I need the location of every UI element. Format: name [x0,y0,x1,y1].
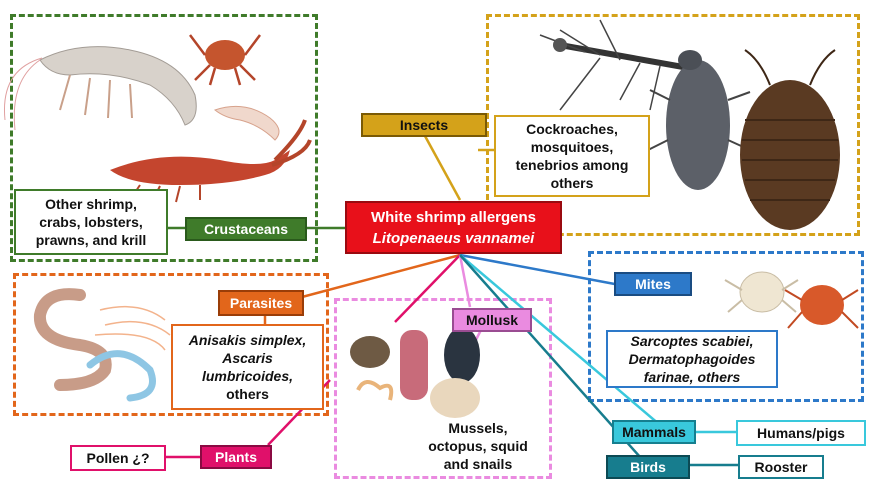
center-species: Litopenaeus vannamei [347,228,560,249]
mites-examples: Sarcoptes scabiei, Dermatophagoides fari… [606,330,778,388]
mammals-label: Mammals [612,420,696,444]
beetle-illustration [648,50,750,190]
mollusk-illustration [350,327,480,418]
parasites-examples: Anisakis simplex, Ascaris lumbricoides, … [171,324,324,410]
insects-label: Insects [361,113,487,137]
crustaceans-label: Crustaceans [185,217,307,241]
mollusk-label: Mollusk [452,308,532,332]
parasites-label: Parasites [218,290,304,316]
krill-illustration [215,106,279,140]
shrimp-illustration [4,47,196,130]
mites-label: Mites [614,272,692,296]
center-node: White shrimp allergens Litopenaeus vanna… [345,201,562,254]
mammals-examples: Humans/pigs [736,420,866,446]
mites-illustration [725,272,858,328]
crab-illustration [190,35,260,85]
center-title: White shrimp allergens [347,207,560,228]
birds-label: Birds [606,455,690,479]
birds-examples: Rooster [738,455,824,479]
plants-examples: Pollen ¿? [70,445,166,471]
mollusk-examples: Mussels, octopus, squid and snails [412,416,544,476]
crustaceans-examples: Other shrimp, crabs, lobsters, prawns, a… [14,189,168,255]
parasite-worm-illustration [40,294,170,398]
insects-examples: Cockroaches, mosquitoes, tenebrios among… [494,115,650,197]
cockroach-illustration [740,50,840,230]
plants-label: Plants [200,445,272,469]
